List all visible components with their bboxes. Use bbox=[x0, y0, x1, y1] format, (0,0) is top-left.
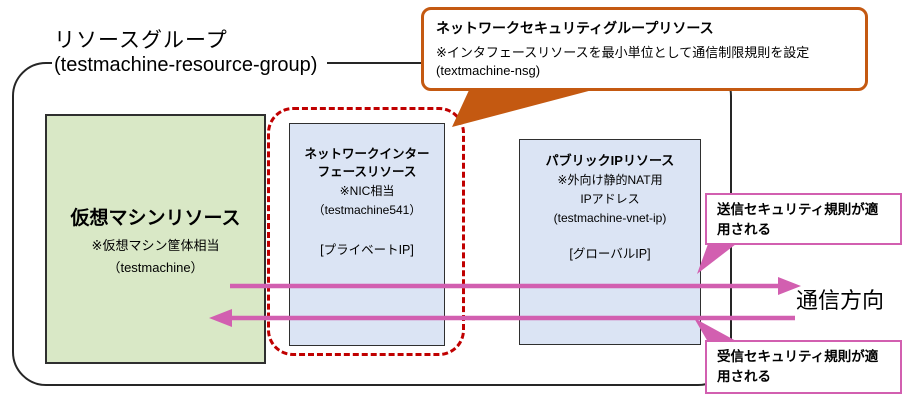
public-ip-resource-name: (testmachine-vnet-ip) bbox=[553, 210, 667, 225]
inbound-rule-callout-text: 受信セキュリティ規則が適用される bbox=[717, 349, 879, 384]
resource-group-title: リソースグループ (testmachine-resource-group) bbox=[52, 22, 328, 79]
nsg-scope-dashed-outline bbox=[267, 107, 465, 356]
inbound-rule-callout: 受信セキュリティ規則が適用される bbox=[705, 340, 902, 394]
public-ip-resource-title: パブリックIPリソース bbox=[545, 153, 675, 168]
nic-resource-note: ※NIC相当 bbox=[339, 184, 395, 198]
vm-resource-name: （testmachine） bbox=[107, 259, 204, 275]
outbound-rule-callout-text: 送信セキュリティ規則が適用される bbox=[717, 202, 879, 237]
resource-group-title-line1: リソースグループ bbox=[54, 29, 228, 52]
public-ip-resource-box: パブリックIPリソース ※外向け静的NAT用 IPアドレス (testmachi… bbox=[519, 139, 701, 345]
outbound-rule-callout: 送信セキュリティ規則が適用される bbox=[705, 193, 902, 245]
nic-resource-box: ネットワークインター フェースリソース ※NIC相当 （testmachine5… bbox=[289, 123, 445, 346]
nic-resource-title: ネットワークインター フェースリソース bbox=[296, 146, 438, 181]
nic-title-line2: フェースリソース bbox=[317, 164, 417, 179]
vm-resource-title: 仮想マシンリソース bbox=[70, 207, 241, 229]
public-ip-note-line2: IPアドレス bbox=[580, 191, 640, 206]
nsg-callout-note: ※インタフェースリソースを最小単位として通信制限規則を設定 bbox=[436, 45, 810, 60]
vm-resource-note: ※仮想マシン筐体相当 bbox=[91, 237, 220, 253]
nsg-callout-name: (textmachine-nsg) bbox=[436, 63, 541, 78]
public-ip-global-ip-label: [グローバルIP] bbox=[569, 246, 651, 261]
nsg-callout-title: ネットワークセキュリティグループリソース bbox=[436, 20, 714, 36]
nic-private-ip-label: [プライベートIP] bbox=[320, 242, 414, 257]
nic-title-line1: ネットワークインター bbox=[304, 147, 430, 161]
nic-resource-name: （testmachine541） bbox=[312, 202, 422, 217]
nsg-callout: ネットワークセキュリティグループリソース ※インタフェースリソースを最小単位とし… bbox=[421, 7, 868, 91]
communication-direction-label: 通信方向 bbox=[796, 288, 885, 313]
public-ip-note-line1: ※外向け静的NAT用 bbox=[557, 173, 663, 188]
vm-resource-box: 仮想マシンリソース ※仮想マシン筐体相当 （testmachine） bbox=[45, 114, 266, 364]
resource-group-title-line2: (testmachine-resource-group) bbox=[54, 54, 318, 76]
